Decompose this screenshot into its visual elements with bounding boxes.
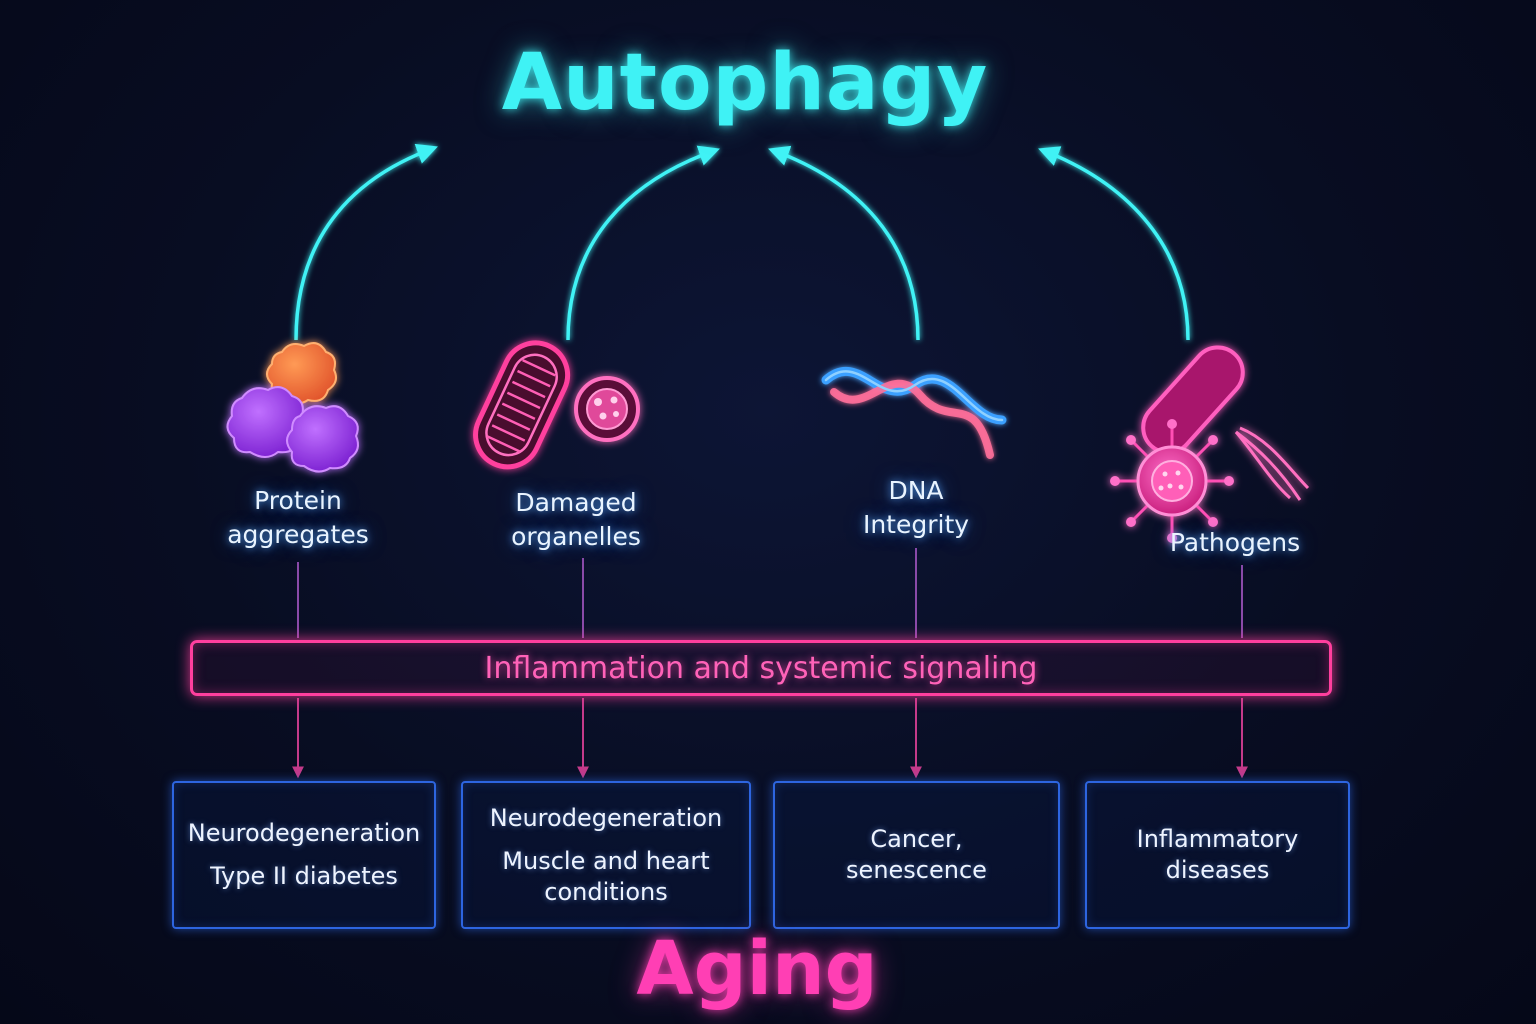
outcome-box-1: Neurodegeneration Type II diabetes [172, 781, 436, 929]
outcome-box-4: Inflammatory diseases [1085, 781, 1350, 929]
arrows-to-outcomes [292, 698, 1248, 779]
outcome-box-2: Neurodegeneration Muscle and heart condi… [461, 781, 751, 929]
arrow-dna-to-autophagy [768, 145, 920, 341]
outcome-box-3: Cancer, senescence [773, 781, 1060, 929]
label-damaged-organelles: Damaged organelles [511, 488, 641, 551]
signaling-label: Inflammation and systemic signaling [484, 650, 1038, 686]
arrow-organelles-to-autophagy [566, 145, 720, 341]
arrow-protein-to-autophagy [294, 143, 438, 341]
connectors-to-signaling [297, 548, 1243, 638]
label-dna-integrity: DNA Integrity [862, 476, 970, 539]
dna-helix-icon [821, 366, 1007, 459]
title-aging: Aging [636, 926, 878, 1012]
bacterium-virus-icon [1110, 345, 1310, 543]
title-autophagy: Autophagy [501, 38, 989, 128]
arrow-pathogens-to-autophagy [1038, 146, 1190, 341]
label-protein-aggregates: Protein aggregates [227, 486, 369, 549]
label-pathogens: Pathogens [1169, 528, 1301, 557]
protein-aggregates-icon [226, 342, 359, 473]
signaling-bar: Inflammation and systemic signaling [190, 640, 1332, 696]
arrows-to-autophagy [294, 143, 1190, 341]
mitochondrion-icon [473, 340, 640, 470]
